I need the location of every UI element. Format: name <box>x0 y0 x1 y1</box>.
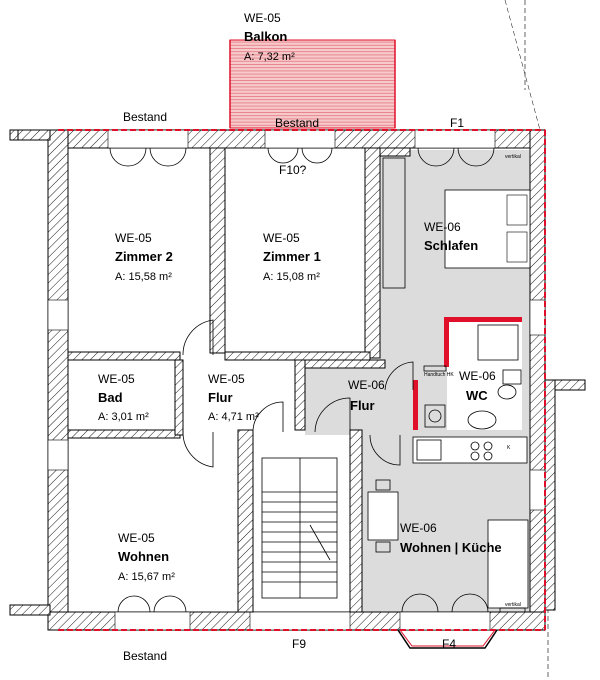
room-name: Flur <box>350 398 375 413</box>
annotations: Bestand Bestand F1 F10? F9 F4 Bestand ve… <box>123 110 521 663</box>
room-label-wohnen-we05: WE-05 Wohnen A: 15,67 m² <box>118 531 175 583</box>
property-boundary-lines <box>504 0 549 680</box>
label-f10: F10? <box>279 163 307 177</box>
label-vertikal-top: vertikal <box>505 154 521 160</box>
room-area: A: 15,67 m² <box>118 571 175 583</box>
unit-label: WE-06 <box>459 369 496 383</box>
furniture <box>367 157 531 613</box>
unit-label: WE-05 <box>263 231 300 245</box>
room-name: Bad <box>98 390 123 405</box>
unit-label: WE-06 <box>424 220 461 234</box>
window-openings <box>47 129 546 631</box>
room-area: A: 4,71 m² <box>208 411 259 423</box>
room-name: Zimmer 1 <box>263 249 321 264</box>
room-name: Wohnen <box>118 549 169 564</box>
label-f4: F4 <box>442 637 456 651</box>
room-area: A: 15,08 m² <box>263 271 320 283</box>
unit-label: WE-05 <box>98 372 135 386</box>
label-bestand-bottom: Bestand <box>123 649 167 663</box>
room-label-bad: WE-05 Bad A: 3,01 m² <box>98 372 149 423</box>
room-name: Schlafen <box>424 238 478 253</box>
unit-label: WE-05 <box>118 531 155 545</box>
label-handtuch: Handtuch HK <box>424 372 454 378</box>
unit-label: WE-06 <box>348 378 385 392</box>
room-label-zimmer1: WE-05 Zimmer 1 A: 15,08 m² <box>263 231 321 283</box>
demolition-lines <box>58 129 546 631</box>
label-bestand-top-mid: Bestand <box>275 116 319 130</box>
balcony <box>229 39 396 129</box>
label-f1: F1 <box>450 116 464 130</box>
unit-label: WE-05 <box>208 372 245 386</box>
new-walls <box>413 317 522 430</box>
staircase <box>261 457 338 599</box>
room-label-wc: WE-06 WC <box>459 369 496 403</box>
room-label-schlafen: WE-06 Schlafen <box>424 220 478 253</box>
room-label-wohnen-kueche: WE-06 Wohnen | Küche <box>400 521 502 555</box>
room-name: Wohnen | Küche <box>400 540 502 555</box>
interior-walls <box>67 147 411 613</box>
label-vertikal-bottom: vertikal <box>505 602 521 608</box>
room-name: Zimmer 2 <box>115 249 173 264</box>
room-label-flur-we05: WE-05 Flur A: 4,71 m² <box>208 372 259 423</box>
room-label-zimmer2: WE-05 Zimmer 2 A: 15,58 m² <box>115 231 173 283</box>
room-label-flur-we06: WE-06 Flur <box>348 378 385 413</box>
room-area: A: 3,01 m² <box>98 411 149 423</box>
room-label-balkon: WE-05 Balkon A: 7,32 m² <box>244 11 295 63</box>
label-bestand-top-left: Bestand <box>123 110 167 124</box>
label-k: K <box>507 445 511 451</box>
room-area: A: 15,58 m² <box>115 271 172 283</box>
room-name: Flur <box>208 390 233 405</box>
unit-label: WE-05 <box>115 231 152 245</box>
doors <box>109 147 498 649</box>
unit-label: WE-05 <box>244 11 281 25</box>
label-f9: F9 <box>292 637 306 651</box>
unit-label: WE-06 <box>400 521 437 535</box>
room-area: A: 7,32 m² <box>244 51 295 63</box>
room-name: Balkon <box>244 29 287 44</box>
room-name: WC <box>466 388 488 403</box>
